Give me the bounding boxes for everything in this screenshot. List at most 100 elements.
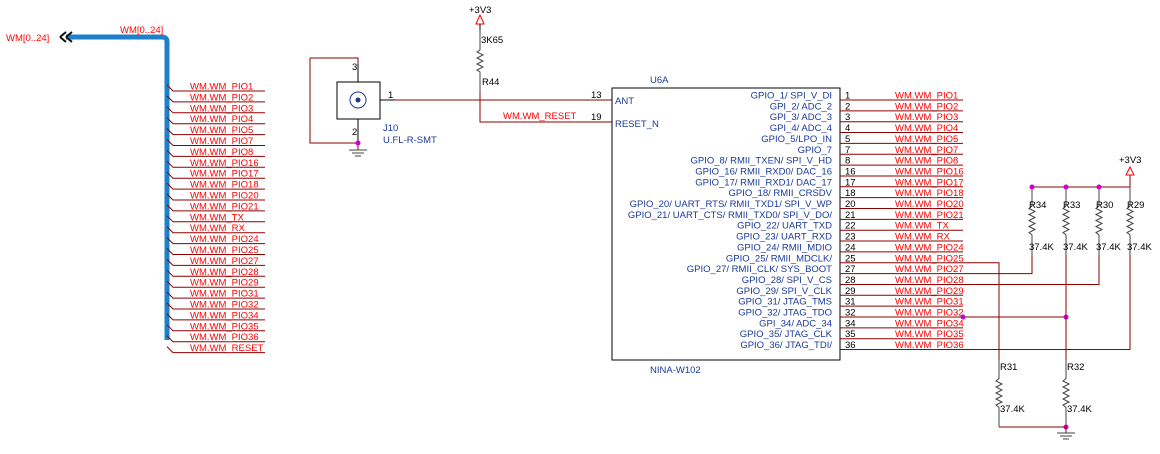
- u6a-pin-name: GPIO_21/ UART_CTS/ RMII_TXD0/ SPI_V_DO/: [628, 210, 832, 221]
- u6a-pin-name: GPIO_35/ JTAG_CLK: [740, 329, 833, 340]
- u6a-pin-number: 23: [845, 232, 856, 243]
- u6a-pin-name: GPIO_32/ JTAG_TDO: [738, 308, 832, 319]
- u6a-pin-number: 20: [845, 199, 856, 210]
- u6a-pin-net-label: WM.WM_PIO29: [895, 286, 964, 297]
- u6a-pin-name: GPIO_8/ RMII_TXEN/ SPI_V_HD: [691, 156, 833, 167]
- bus-entry-wire: [166, 160, 265, 168]
- bus-entry-wire: [166, 215, 265, 223]
- bus-entry-wire: [166, 291, 265, 299]
- bus-entry-wire: [166, 237, 265, 245]
- u6a-pin-net-label: WM.WM_PIO5: [895, 134, 958, 145]
- bus-entry-wire: [166, 324, 265, 332]
- u6a-pin-number: 32: [845, 308, 856, 319]
- u6a-pin-number: 21: [845, 210, 856, 221]
- power-label-top: +3V3: [469, 5, 491, 16]
- u6a-pin-net-label: WM.WM_PIO16: [895, 166, 964, 177]
- bus-entry-label: WM.WM_PIO18: [190, 180, 259, 191]
- bus-entry-wire: [166, 226, 265, 234]
- wm-bus[interactable]: [59, 31, 170, 340]
- u6a-pin-number: 25: [845, 253, 856, 264]
- pullup-value: 37.4K: [1063, 242, 1088, 253]
- pulldown-value: 37.4K: [1000, 404, 1025, 415]
- bus-entry-label: WM.WM_PIO29: [190, 278, 259, 289]
- u6a-pin-net-label: WM.WM_PIO25: [895, 253, 964, 264]
- bus-entry-label: WM.WM_PIO4: [190, 114, 253, 125]
- bus-entry-label: WM.WM_TX: [190, 212, 244, 223]
- r44-ref: R44: [482, 77, 499, 88]
- u6a-pin-number: 31: [845, 297, 856, 308]
- u6a-pin-name: GPIO_29/ SPI_V_CLK: [736, 286, 832, 297]
- pullup-resistor[interactable]: [1061, 187, 1071, 255]
- u6a-part: NINA-W102: [650, 365, 701, 376]
- pullup-ref: R34: [1029, 200, 1046, 211]
- pullup-value: 37.4K: [1029, 242, 1054, 253]
- u6a-pin-number: 18: [845, 188, 856, 199]
- u6a-pin-reset-n: RESET_N: [615, 119, 659, 130]
- bus-entry-label: WM.WM_PIO25: [190, 245, 259, 256]
- bus-entry-wire: [166, 128, 265, 136]
- u6a-pin-net-label: WM.WM_PIO3: [895, 112, 958, 123]
- bus-entry-label: WM.WM_PIO5: [190, 125, 253, 136]
- r44-value: 3K65: [481, 35, 503, 46]
- u6a-body[interactable]: [611, 87, 841, 361]
- u6a-pin-name: GPIO_28/ SPI_V_CS: [742, 275, 832, 286]
- u6a-pin-net-label: WM.WM_PIO35: [895, 329, 964, 340]
- u6a-pin-name: GPIO_18/ RMII_CRSDV: [729, 188, 833, 199]
- pullup-value: 37.4K: [1127, 242, 1152, 253]
- pullup-wire: [963, 255, 1100, 285]
- pullup-resistor[interactable]: [1094, 187, 1104, 255]
- u6a-pin-net-label: WM.WM_PIO2: [895, 101, 958, 112]
- u6a-pin-ant: ANT: [615, 96, 634, 107]
- u6a-pin-name: GPIO_24/ RMII_MDIO: [737, 242, 832, 253]
- u6a-pin-number: 16: [845, 166, 856, 177]
- j10-pin3: 3: [352, 62, 357, 73]
- bus-entry-wire: [166, 95, 265, 103]
- bus-entry-wire: [166, 302, 265, 310]
- u6a-pin-number: 22: [845, 221, 856, 232]
- bus-entry-wire: [166, 280, 265, 288]
- pullup-resistor[interactable]: [1027, 187, 1037, 255]
- u6a-pin-net-label: WM.WM_PIO21: [895, 210, 964, 221]
- u6a-pin-net-label: WM.WM_PIO20: [895, 199, 964, 210]
- u6a-pin-name: GPI_4/ ADC_4: [770, 123, 832, 134]
- u6a-pin-name: GPIO_20/ UART_RTS/ RMII_TXD1/ SPI_V_WP: [630, 199, 832, 210]
- u6a-pin-name: GPIO_22/ UART_TXD: [737, 221, 832, 232]
- j10-part: U.FL-R-SMT: [383, 135, 437, 146]
- u6a-pin-number: 17: [845, 177, 856, 188]
- bus-entry-wire: [166, 106, 265, 114]
- bus-entry-label: WM.WM_PIO17: [190, 169, 259, 180]
- bus-entry-label: WM.WM_PIO1: [190, 82, 253, 93]
- pulldown-resistor[interactable]: [1061, 360, 1071, 427]
- u6a-pin-name: GPIO_23/ UART_RXD: [736, 232, 832, 243]
- ground-icon: [1057, 432, 1075, 440]
- bus-entry-label: WM.WM_PIO28: [190, 267, 259, 278]
- pulldown-resistor[interactable]: [994, 360, 1004, 427]
- bus-entry-wire: [166, 150, 265, 157]
- u6a-pin-net-label: WM.WM_PIO18: [895, 188, 964, 199]
- u6a-pin-number: 5: [845, 134, 850, 145]
- pulldown-value: 37.4K: [1067, 404, 1092, 415]
- u6a-pin-number: 28: [845, 275, 856, 286]
- u6a-pin-number: 1: [845, 91, 850, 102]
- pullup-resistor[interactable]: [1125, 187, 1135, 255]
- r44-resistor[interactable]: [475, 30, 485, 93]
- u6a-pin-name: GPI_3/ ADC_3: [770, 112, 832, 123]
- u6a-pin-net-label: WM.WM_PIO1: [895, 91, 958, 102]
- junction-dot: [355, 140, 361, 146]
- bus-entry-label: WM.WM_RX: [190, 223, 246, 234]
- bus-entry-wire: [166, 117, 265, 125]
- u6a-pin-net-label: WM.WM_RX: [895, 232, 951, 243]
- bus-entry-label: WM.WM_RESET: [190, 343, 264, 354]
- bus-entry-wire: [166, 171, 265, 179]
- pulldown-ref: R32: [1067, 362, 1084, 373]
- junction-dot: [1063, 184, 1069, 190]
- u6a-pin-net-label: WM.WM_PIO7: [895, 145, 958, 156]
- bus-entry-label: WM.WM_PIO7: [190, 136, 253, 147]
- reset-wire: [479, 93, 612, 123]
- u6a-pin-name: GPI_2/ ADC_2: [770, 101, 832, 112]
- u6a-pin-net-label: WM.WM_PIO27: [895, 264, 964, 275]
- bus-entry-wire: [166, 269, 265, 277]
- bus-entry-label: WM.WM_PIO3: [190, 103, 253, 114]
- u6a-pin-net-label: WM.WM_PIO34: [895, 318, 964, 329]
